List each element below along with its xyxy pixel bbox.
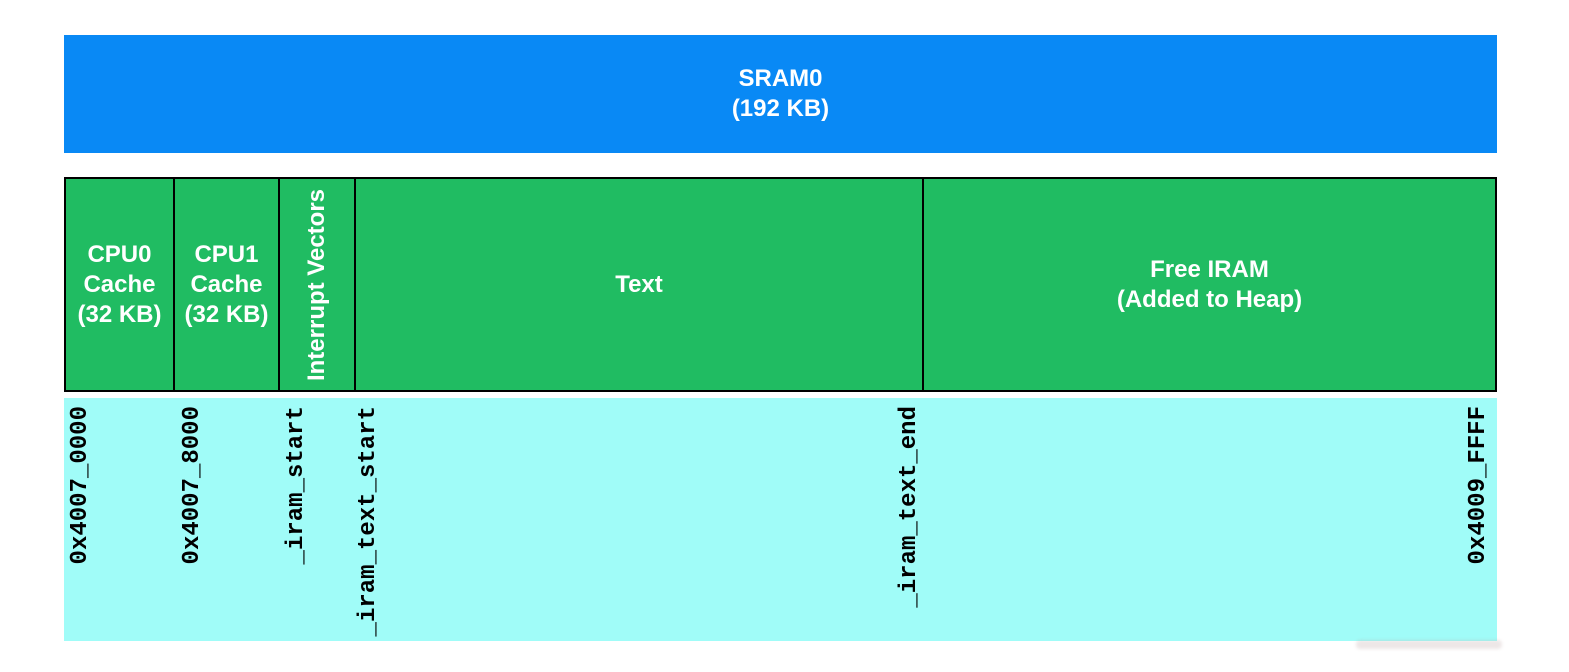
segment-cpu0-cache: CPU0 Cache (32 KB)	[66, 179, 175, 390]
segment-cpu1-cache: CPU1 Cache (32 KB)	[175, 179, 280, 390]
sram0-label: SRAM0 (192 KB)	[731, 65, 830, 122]
address-label-iram-start: _iram_start	[283, 406, 310, 565]
segment-cpu1-cache-label: CPU1 Cache (32 KB)	[184, 240, 269, 328]
address-label-0x4007-0000: 0x4007_0000	[67, 406, 94, 565]
address-label-0x4007-8000: 0x4007_8000	[179, 406, 206, 565]
segment-interrupt-vectors-label: Interrupt Vectors	[303, 188, 331, 381]
address-strip	[64, 398, 1497, 641]
address-label-iram-text-start: _iram_text_start	[355, 406, 382, 637]
segment-free-iram: Free IRAM (Added to Heap)	[924, 179, 1495, 390]
segment-cpu0-cache-label: CPU0 Cache (32 KB)	[77, 240, 162, 328]
segment-text-label: Text	[615, 270, 663, 298]
address-label-0x4009-ffff: 0x4009_FFFF	[1465, 406, 1492, 565]
address-label-iram-text-end: _iram_text_end	[896, 406, 923, 608]
segment-free-iram-label: Free IRAM (Added to Heap)	[1116, 255, 1303, 313]
iram-segments-row: CPU0 Cache (32 KB) CPU1 Cache (32 KB) In…	[64, 177, 1497, 392]
watermark	[1356, 640, 1502, 649]
segment-text: Text	[356, 179, 924, 390]
segment-interrupt-vectors: Interrupt Vectors	[280, 179, 356, 390]
sram0-bar: SRAM0 (192 KB)	[64, 35, 1497, 153]
